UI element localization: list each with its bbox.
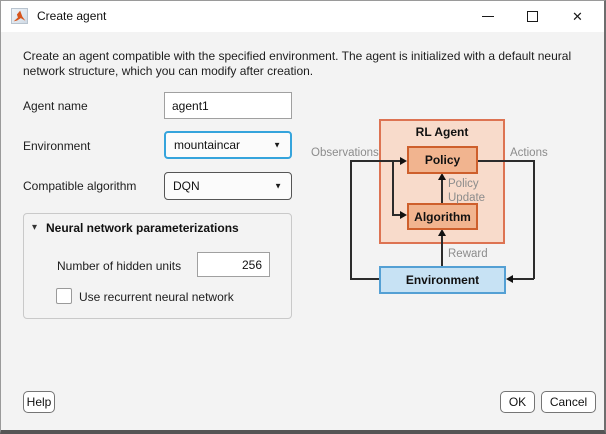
reward-label: Reward bbox=[448, 248, 488, 260]
reward-line bbox=[441, 235, 443, 266]
nn-panel-title[interactable]: Neural network parameterizations bbox=[46, 221, 239, 235]
algorithm-dropdown[interactable]: DQN ▼ bbox=[164, 172, 292, 200]
maximize-icon bbox=[527, 11, 538, 22]
observations-label: Observations bbox=[311, 147, 379, 159]
algorithm-dropdown-value: DQN bbox=[173, 179, 200, 193]
policy-update-line bbox=[441, 179, 443, 203]
environment-dropdown[interactable]: mountaincar ▼ bbox=[164, 131, 292, 159]
agent-name-input[interactable] bbox=[164, 92, 292, 119]
close-button[interactable]: ✕ bbox=[555, 1, 600, 32]
algorithm-box-label: Algorithm bbox=[414, 209, 471, 224]
observations-branch-line bbox=[392, 160, 394, 215]
maximize-button[interactable] bbox=[510, 1, 555, 32]
help-button[interactable]: Help bbox=[23, 391, 55, 413]
environment-dropdown-value: mountaincar bbox=[174, 138, 241, 152]
algorithm-box: Algorithm bbox=[407, 203, 478, 230]
observations-line bbox=[350, 278, 379, 280]
hidden-units-label: Number of hidden units bbox=[57, 259, 182, 273]
chevron-down-icon: ▼ bbox=[274, 181, 282, 191]
rl-agent-box-label: RL Agent bbox=[415, 125, 469, 139]
matlab-membrane-shape bbox=[13, 10, 26, 22]
actions-line bbox=[533, 160, 535, 279]
environment-box-label: Environment bbox=[405, 273, 480, 287]
nn-panel-overlay: Use recurrent neural network bbox=[23, 213, 292, 319]
minimize-button[interactable] bbox=[465, 1, 510, 32]
arrowhead-into-algorithm-bottom bbox=[438, 229, 446, 236]
window-controls: ✕ bbox=[465, 1, 600, 32]
dialog-description: Create an agent compatible with the spec… bbox=[23, 49, 572, 78]
arrowhead-into-algorithm bbox=[400, 211, 407, 219]
algorithm-label: Compatible algorithm bbox=[23, 179, 137, 193]
collapse-triangle-icon[interactable]: ▾ bbox=[32, 222, 38, 233]
ok-button[interactable]: OK bbox=[500, 391, 535, 413]
nn-parameterizations-panel: ▾ Neural network parameterizations Numbe… bbox=[23, 213, 292, 319]
observations-line bbox=[350, 160, 352, 279]
policy-box: Policy bbox=[407, 146, 478, 174]
observations-branch-line bbox=[392, 214, 401, 216]
help-button-label: Help bbox=[26, 395, 52, 409]
observations-line bbox=[350, 160, 401, 162]
arrowhead-into-environment bbox=[506, 275, 513, 283]
environment-label: Environment bbox=[23, 139, 91, 153]
cancel-button[interactable]: Cancel bbox=[541, 391, 596, 413]
chevron-down-icon: ▼ bbox=[273, 140, 281, 150]
policy-box-label: Policy bbox=[424, 153, 461, 167]
recurrent-network-label: Use recurrent neural network bbox=[79, 290, 234, 304]
ok-button-label: OK bbox=[508, 395, 527, 409]
title-bar: Create agent ✕ bbox=[1, 1, 604, 32]
hidden-units-input[interactable] bbox=[197, 252, 270, 277]
actions-label: Actions bbox=[510, 147, 548, 159]
minimize-icon bbox=[481, 16, 494, 17]
actions-line bbox=[478, 160, 534, 162]
arrowhead-into-policy bbox=[400, 157, 407, 165]
arrowhead-into-policy-bottom bbox=[438, 173, 446, 180]
window-title: Create agent bbox=[37, 9, 107, 23]
cancel-button-label: Cancel bbox=[549, 395, 588, 409]
matlab-icon bbox=[11, 8, 28, 24]
recurrent-network-checkbox[interactable] bbox=[56, 288, 72, 304]
environment-box: Environment bbox=[379, 266, 506, 294]
actions-line bbox=[513, 278, 534, 280]
policy-update-label: Policy Update bbox=[448, 178, 486, 204]
agent-name-label: Agent name bbox=[23, 99, 88, 113]
close-icon: ✕ bbox=[572, 9, 583, 24]
